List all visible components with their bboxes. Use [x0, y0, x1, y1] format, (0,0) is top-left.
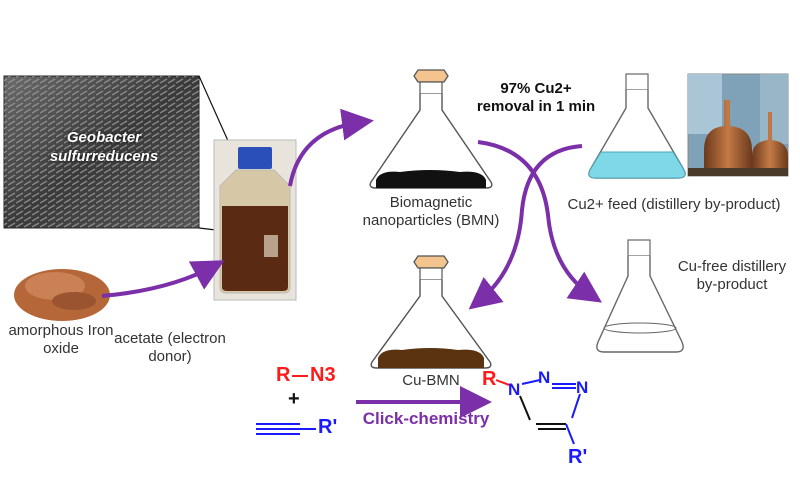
cu-bmn-flask: [370, 255, 492, 369]
azide-r: R: [276, 364, 291, 386]
triazole-n2: N: [538, 368, 551, 387]
triazole-r: R: [482, 368, 497, 390]
cu-feed-label: Cu2+ feed (distillery by-product): [567, 196, 781, 213]
azide-n3: N3: [310, 364, 336, 386]
iron-oxide-powder: [14, 269, 110, 321]
alkyne-structure: [256, 423, 316, 435]
bottle-photo: [213, 139, 297, 301]
arrow-to-cu-bmn: [468, 144, 583, 310]
cu-free-label: Cu-free distillery by-product: [677, 258, 787, 293]
cu-free-flask: [596, 239, 684, 353]
triazole-ring: [495, 379, 581, 445]
arrow-to-bottle: [101, 260, 225, 298]
triazole-n1: N: [508, 380, 521, 399]
bmn-label: Biomagnetic nanoparticles (BMN): [362, 194, 500, 229]
zoom-line-top: [198, 75, 234, 153]
triazole-rprime: R': [568, 446, 588, 468]
iron-oxide-label: amorphous Iron oxide: [8, 322, 114, 357]
alkyne-r: R': [318, 416, 338, 438]
arrow-to-bmn: [288, 108, 374, 187]
sem-label: Geobacter sulfurreducens: [49, 129, 159, 165]
click-label: Click-chemistry: [362, 409, 490, 428]
triazole-n3: N: [576, 378, 589, 397]
acetate-label: acetate (electron donor): [114, 330, 226, 365]
distillery-photo: [687, 73, 789, 177]
removal-label: 97% Cu2+ removal in 1 min: [476, 80, 596, 115]
sem-image: [3, 75, 200, 229]
arrow-to-cu-free: [477, 140, 602, 303]
cu-feed-flask: [588, 73, 686, 179]
plus-sign: +: [288, 388, 300, 410]
cu-bmn-label: Cu-BMN: [402, 372, 460, 389]
bmn-flask: [369, 69, 493, 189]
